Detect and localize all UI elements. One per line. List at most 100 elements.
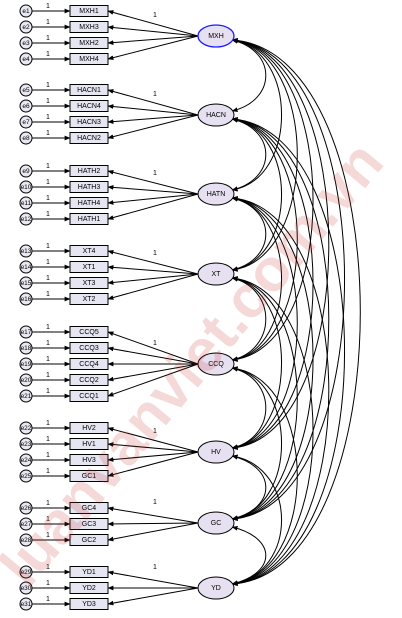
error-label: e19 xyxy=(21,361,32,368)
error-path-weight: 1 xyxy=(46,532,50,539)
loading-path xyxy=(107,25,199,37)
covariance-hatn-yd xyxy=(231,196,330,586)
error-label: e20 xyxy=(21,377,32,384)
covariance-hacn-xt xyxy=(231,117,282,272)
error-label: e11 xyxy=(21,200,32,207)
indicator-label: MXH2 xyxy=(79,40,99,47)
error-path-weight: 1 xyxy=(46,243,50,250)
covariance-mxh-hacn xyxy=(231,38,267,113)
latent-label: YD xyxy=(211,585,221,592)
covariance-mxh-ccq xyxy=(231,38,314,362)
latent-hacn xyxy=(197,103,235,127)
error-label: e1 xyxy=(22,8,30,15)
latent-label: CCQ xyxy=(208,361,224,368)
loading-path xyxy=(107,35,199,45)
indicator-label: HV2 xyxy=(82,425,96,432)
covariance-hatn-hv xyxy=(231,196,298,450)
fixed-loading-label: 1 xyxy=(153,12,157,19)
fixed-loading-label: 1 xyxy=(153,428,157,435)
indicator-label: CCQ3 xyxy=(79,345,99,352)
error-path-weight: 1 xyxy=(46,372,50,379)
error-label: e28 xyxy=(21,537,32,544)
error-path-weight: 1 xyxy=(46,340,50,347)
covariance-hv-gc xyxy=(231,454,267,521)
loading-path xyxy=(107,10,199,37)
error-label: e13 xyxy=(21,248,32,255)
covariance-xt-ccq xyxy=(231,276,267,362)
indicator-label: XT4 xyxy=(83,248,96,255)
loading-path xyxy=(107,363,199,397)
covariance-arcs xyxy=(231,37,361,587)
indicator-label: CCQ2 xyxy=(79,377,99,384)
error-path-weight: 1 xyxy=(46,596,50,603)
error-path-weight: 1 xyxy=(46,195,50,202)
error-path-weight: 1 xyxy=(46,275,50,282)
covariance-hatn-xt xyxy=(231,196,267,272)
error-path-weight: 1 xyxy=(46,82,50,89)
indicator-label: GC4 xyxy=(82,505,97,512)
error-path-weight: 1 xyxy=(46,259,50,266)
error-path-weight: 1 xyxy=(46,436,50,443)
indicator-label: MXH1 xyxy=(79,8,99,15)
covariance-mxh-xt xyxy=(231,38,298,272)
loading-path xyxy=(107,331,199,365)
error-path-weight: 1 xyxy=(46,3,50,10)
indicator-label: HATH1 xyxy=(78,216,101,223)
loading-path xyxy=(107,587,199,606)
covariance-ccq-yd xyxy=(231,366,298,586)
latent-xt xyxy=(197,262,235,286)
latent-hatn xyxy=(197,182,235,206)
error-label: e12 xyxy=(21,216,32,223)
latent-mxh xyxy=(197,24,235,48)
error-label: e3 xyxy=(22,40,30,47)
loading-path xyxy=(107,522,199,542)
covariance-mxh-gc xyxy=(231,38,346,521)
fixed-loading-label: 1 xyxy=(153,91,157,98)
indicator-label: HATH4 xyxy=(78,200,101,207)
loading-path xyxy=(107,35,199,60)
loading-path xyxy=(107,170,199,195)
error-label: e21 xyxy=(21,393,32,400)
indicator-label: HV3 xyxy=(82,457,96,464)
covariance-hacn-hatn xyxy=(231,117,267,192)
error-label: e9 xyxy=(22,168,30,175)
error-path-weight: 1 xyxy=(46,420,50,427)
fixed-loading-label: 1 xyxy=(153,564,157,571)
covariance-xt-gc xyxy=(231,276,298,521)
error-label: e5 xyxy=(22,87,30,94)
error-path-weight: 1 xyxy=(46,98,50,105)
error-label: e10 xyxy=(21,184,32,191)
latent-gc xyxy=(197,511,235,535)
error-label: e8 xyxy=(22,135,30,142)
fixed-loading-label: 1 xyxy=(153,340,157,347)
loading-path xyxy=(107,114,199,139)
latent-label: XT xyxy=(212,271,222,278)
covariance-hacn-gc xyxy=(231,117,330,521)
indicator-label: HV1 xyxy=(82,441,96,448)
error-label: e2 xyxy=(22,24,30,31)
error-path-weight: 1 xyxy=(46,580,50,587)
error-path-weight: 1 xyxy=(46,19,50,26)
covariance-mxh-hv xyxy=(231,38,330,450)
latent-ccq xyxy=(197,352,235,376)
error-label: e6 xyxy=(22,103,30,110)
covariance-hacn-ccq xyxy=(231,117,298,362)
indicator-label: HACN1 xyxy=(77,87,101,94)
error-path-weight: 1 xyxy=(46,51,50,58)
fixed-loading-label: 1 xyxy=(153,499,157,506)
indicator-label: GC1 xyxy=(82,473,97,480)
loading-path xyxy=(107,570,199,589)
loading-path xyxy=(107,114,199,124)
loading-path xyxy=(107,363,199,382)
error-path-weight: 1 xyxy=(46,356,50,363)
error-path-weight: 1 xyxy=(46,388,50,395)
covariance-xt-hv xyxy=(231,276,282,450)
indicator-label: HACN4 xyxy=(77,103,101,110)
indicator-label: XT2 xyxy=(83,296,96,303)
covariance-hacn-yd xyxy=(231,117,346,586)
indicator-label: CCQ1 xyxy=(79,393,99,400)
measurement-model: e11MXH1e21MXH3e31MXH2e41MXH41MXHe51HACN1… xyxy=(19,3,235,611)
indicator-label: HATH3 xyxy=(78,184,101,191)
loading-path xyxy=(107,193,199,205)
